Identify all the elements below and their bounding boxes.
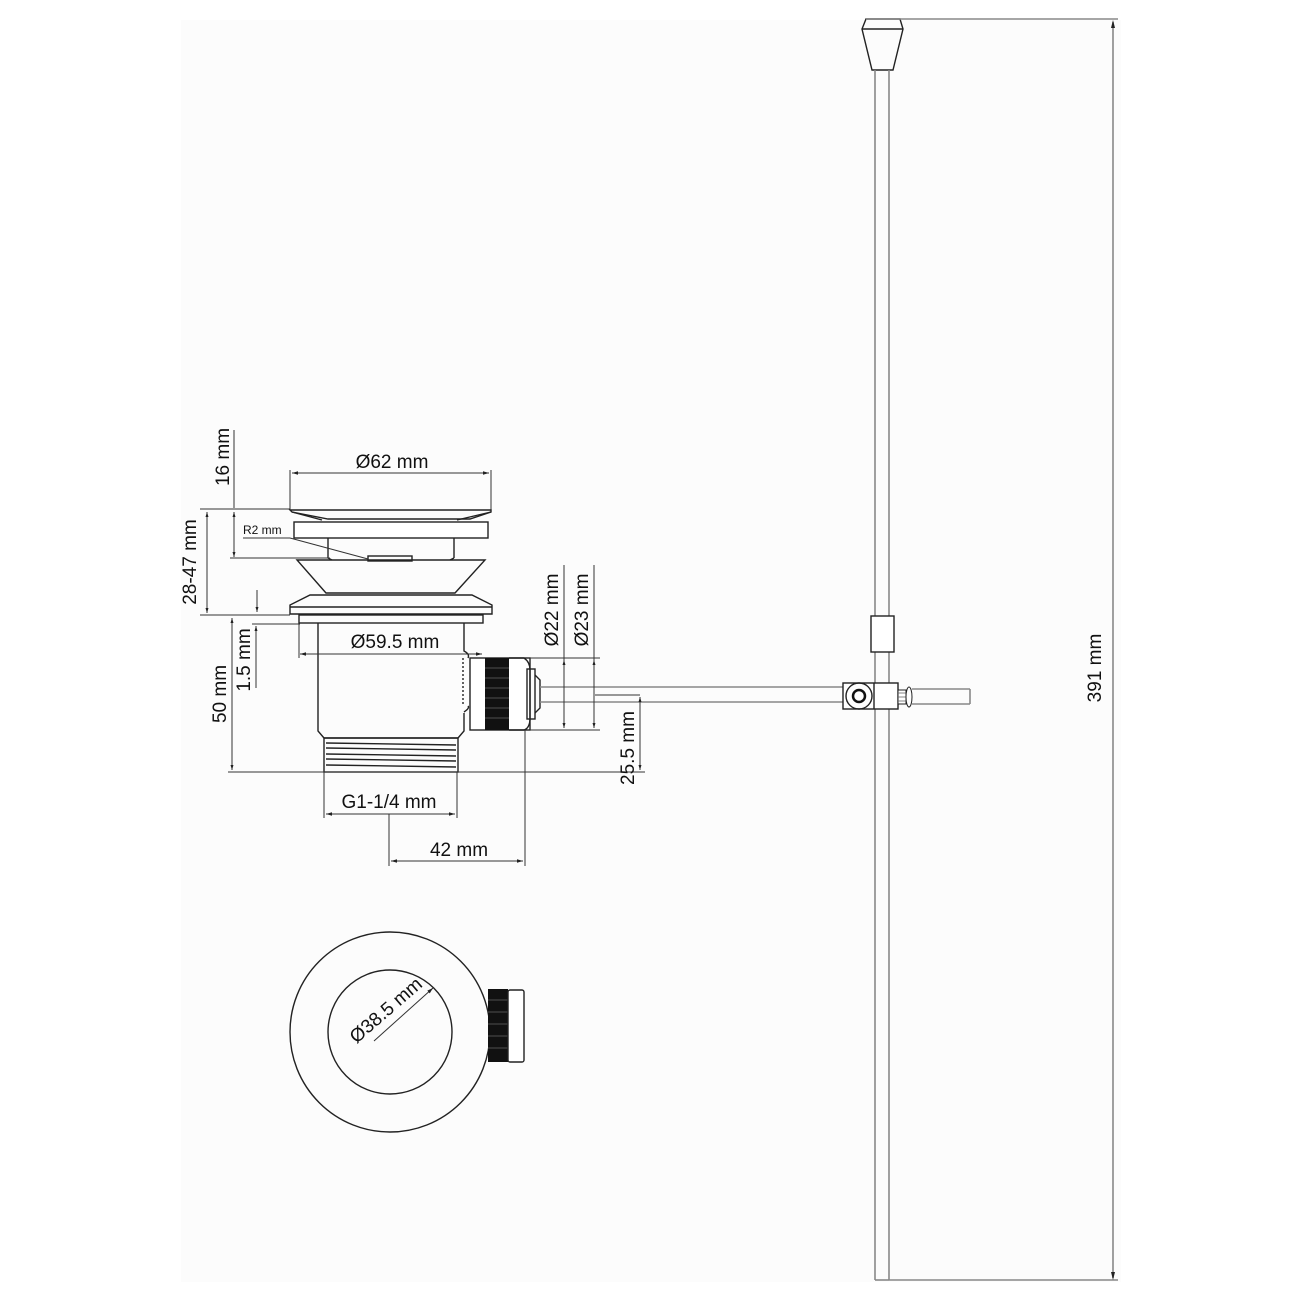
lift-rod	[842, 18, 971, 1281]
horizontal-rod	[540, 686, 850, 703]
dim-stroke-range: 28-47 mm	[180, 519, 201, 605]
dim-connector-inner: Ø22 mm	[542, 574, 563, 647]
drawing-sheet	[181, 20, 1121, 1282]
dim-body-diameter: Ø59.5 mm	[351, 632, 440, 653]
waste-top-view: Ø38.5 mm	[289, 931, 525, 1133]
dim-bore-diameter: Ø38.5 mm	[346, 974, 427, 1048]
thread	[323, 737, 459, 773]
dimensions-side-view: Ø62 mm 16 mm 28-47 mm R2 mm 1.5 mm 50 mm…	[180, 428, 645, 866]
dim-body-height: 50 mm	[210, 665, 231, 723]
cone	[295, 559, 487, 594]
dim-rod-offset: 42 mm	[430, 840, 488, 861]
cap	[288, 470, 492, 562]
body	[298, 614, 484, 773]
dim-cap-diameter: Ø62 mm	[356, 452, 429, 473]
dim-cap-height: 16 mm	[213, 428, 234, 486]
dimension-391: 391 mm	[866, 18, 1118, 1281]
dim-flange-thickness: 1.5 mm	[234, 628, 255, 691]
dim-rod-height: 25.5 mm	[618, 711, 639, 785]
connector-nut	[469, 657, 541, 731]
flange	[289, 594, 493, 615]
dim-lift-rod-length: 391 mm	[1085, 634, 1106, 703]
lift-rod-knob	[861, 18, 904, 71]
dim-thread: G1-1/4 mm	[341, 792, 436, 813]
dim-connector-outer: Ø23 mm	[572, 574, 593, 647]
waste-side-view	[288, 470, 850, 773]
dim-radius: R2 mm	[243, 523, 282, 537]
rod-clamp	[842, 682, 971, 710]
